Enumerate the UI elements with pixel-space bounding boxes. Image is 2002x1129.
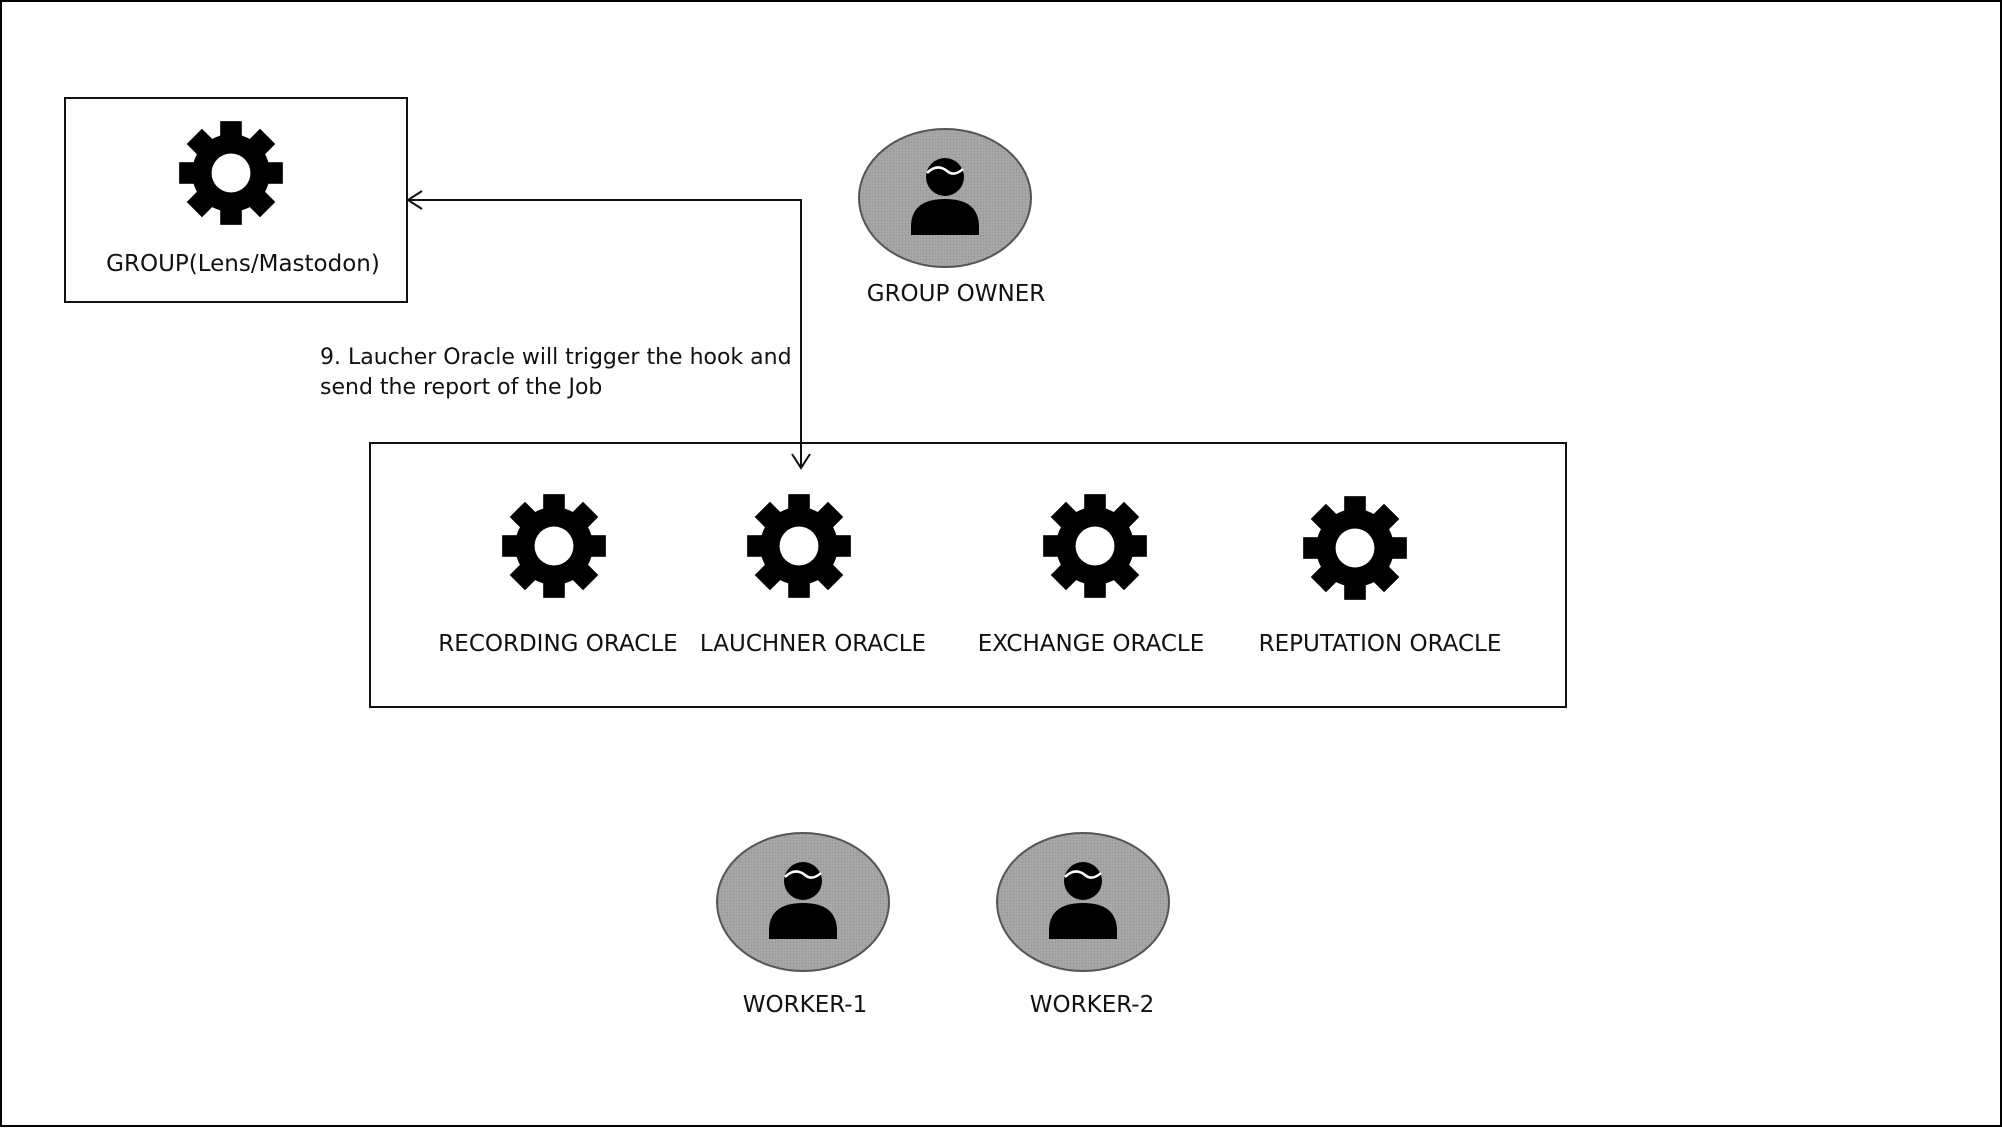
group-owner-label: GROUP OWNER [866, 281, 1046, 307]
oracles-box [369, 442, 1567, 708]
gear-icon [1301, 494, 1409, 602]
group-owner-avatar [857, 127, 1033, 269]
recording-oracle-label: RECORDING ORACLE [438, 631, 678, 657]
worker-2-avatar [995, 831, 1171, 973]
person-icon [857, 127, 1033, 269]
person-icon [995, 831, 1171, 973]
exchange-oracle-label: EXCHANGE ORACLE [977, 631, 1205, 657]
gear-icon [500, 492, 608, 600]
step-note-line-1: 9. Laucher Oracle will trigger the hook … [320, 345, 792, 370]
step-note: 9. Laucher Oracle will trigger the hook … [320, 343, 792, 403]
reputation-oracle-label: REPUTATION ORACLE [1258, 631, 1502, 657]
group-label: GROUP(Lens/Mastodon) [106, 251, 380, 277]
arrowhead-left [406, 190, 423, 210]
worker-1-avatar [715, 831, 891, 973]
gear-icon [1041, 492, 1149, 600]
worker-2-label: WORKER-2 [1029, 992, 1155, 1018]
gear-icon [745, 492, 853, 600]
gear-icon [177, 119, 285, 227]
worker-1-label: WORKER-1 [742, 992, 868, 1018]
step-note-line-2: send the report of the Job [320, 375, 603, 400]
connector-line [408, 199, 802, 468]
launcher-oracle-label: LAUCHNER ORACLE [699, 631, 927, 657]
person-icon [715, 831, 891, 973]
